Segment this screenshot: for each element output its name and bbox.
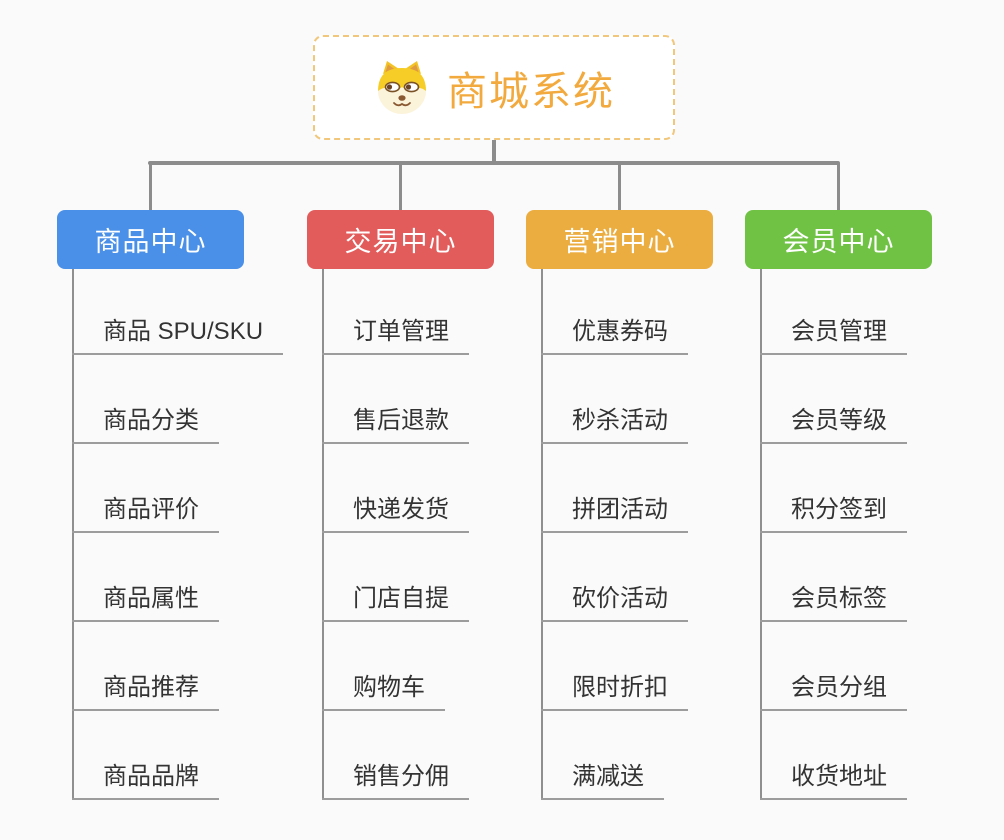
connector-drop-1: [149, 163, 152, 210]
connector-drop-2: [399, 163, 402, 210]
leaf-node[interactable]: 会员分组: [760, 670, 907, 711]
doge-icon: [378, 60, 426, 114]
leaf-node[interactable]: 秒杀活动: [541, 403, 688, 444]
branch-node-marketing-center[interactable]: 营销中心: [526, 210, 713, 269]
leaf-node[interactable]: 快递发货: [322, 492, 469, 533]
leaf-node[interactable]: 商品品牌: [72, 759, 219, 800]
leaf-node[interactable]: 门店自提: [322, 581, 469, 622]
branch-trunk-line: [322, 269, 324, 800]
leaf-node[interactable]: 订单管理: [322, 314, 469, 355]
leaf-node[interactable]: 售后退款: [322, 403, 469, 444]
connector-drop-4: [837, 163, 840, 210]
leaf-node[interactable]: 商品属性: [72, 581, 219, 622]
leaf-node[interactable]: 砍价活动: [541, 581, 688, 622]
branch-member-center: 会员中心 会员管理 会员等级 积分签到 会员标签 会员分组 收货地址: [745, 210, 932, 800]
leaf-node[interactable]: 满减送: [541, 759, 664, 800]
root-node[interactable]: 商城系统: [313, 35, 675, 140]
connector-root-stem: [492, 140, 496, 164]
branch-node-product-center[interactable]: 商品中心: [57, 210, 244, 269]
branch-marketing-center: 营销中心 优惠券码 秒杀活动 拼团活动 砍价活动 限时折扣 满减送: [526, 210, 713, 800]
branch-trunk-line: [541, 269, 543, 800]
branch-trunk-line: [760, 269, 762, 800]
leaf-node[interactable]: 会员管理: [760, 314, 907, 355]
leaf-node[interactable]: 购物车: [322, 670, 445, 711]
leaf-node[interactable]: 会员标签: [760, 581, 907, 622]
leaf-node[interactable]: 拼团活动: [541, 492, 688, 533]
leaf-node[interactable]: 商品 SPU/SKU: [72, 314, 284, 355]
branch-product-center: 商品中心 商品 SPU/SKU 商品分类 商品评价 商品属性 商品推荐 商品品牌: [57, 210, 284, 800]
branch-trade-center: 交易中心 订单管理 售后退款 快递发货 门店自提 购物车 销售分佣: [307, 210, 494, 800]
leaf-node[interactable]: 收货地址: [760, 759, 907, 800]
leaf-node[interactable]: 商品评价: [72, 492, 219, 533]
leaf-node[interactable]: 商品分类: [72, 403, 219, 444]
branch-trunk-line: [72, 269, 74, 800]
leaf-node[interactable]: 商品推荐: [72, 670, 219, 711]
connector-drop-3: [618, 163, 621, 210]
leaf-node[interactable]: 优惠券码: [541, 314, 688, 355]
branch-node-member-center[interactable]: 会员中心: [745, 210, 932, 269]
leaf-node[interactable]: 会员等级: [760, 403, 907, 444]
branch-node-trade-center[interactable]: 交易中心: [307, 210, 494, 269]
leaf-node[interactable]: 限时折扣: [541, 670, 688, 711]
leaf-node[interactable]: 积分签到: [760, 492, 907, 533]
connector-horizontal: [148, 161, 840, 165]
root-title: 商城系统: [447, 69, 615, 114]
leaf-node[interactable]: 销售分佣: [322, 759, 469, 800]
